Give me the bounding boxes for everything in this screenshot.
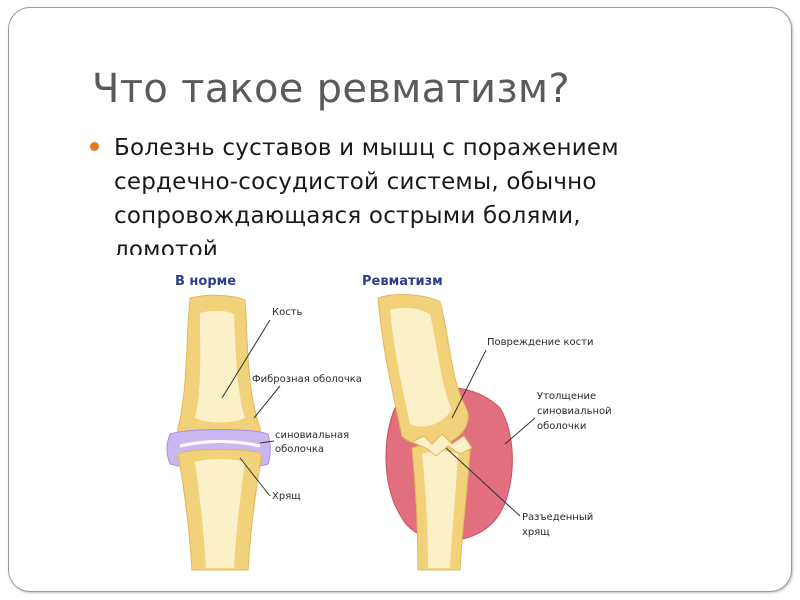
joint-illustration-svg: В норме Кость Фиброзная оболочка синовиа… xyxy=(150,258,640,576)
label-thickening-2: синовиальной xyxy=(537,406,612,417)
pointer-fibrous xyxy=(253,385,281,419)
upper-bone-marrow xyxy=(195,310,245,423)
lower-bone-marrow xyxy=(195,459,245,568)
upper-bone-marrow xyxy=(390,307,452,427)
cartilage-line xyxy=(179,440,261,448)
label-eroded-2: хрящ xyxy=(522,527,550,538)
pointer-synovial xyxy=(259,440,275,444)
rheumatism-joint: Ревматизм Повреждение кости Утолщение си… xyxy=(362,274,612,571)
label-cartilage: Хрящ xyxy=(272,491,301,502)
label-thickening-3: оболочки xyxy=(537,421,586,432)
label-thickening-1: Утолщение xyxy=(537,391,596,402)
pointer-eroded xyxy=(445,447,521,517)
bullet-line: сопровождающаяся острыми болями, xyxy=(114,203,581,229)
label-bone: Кость xyxy=(272,307,303,318)
bullet-text: Болезнь суставов и мышц с поражением сер… xyxy=(114,131,754,255)
label-fibrous: Фиброзная оболочка xyxy=(252,374,362,385)
pointer-bone xyxy=(221,319,271,399)
slide-title: Что такое ревматизм? xyxy=(92,66,570,112)
label-eroded-1: Разъеденный xyxy=(522,512,593,523)
pointer-cartilage xyxy=(239,457,271,497)
normal-heading: В норме xyxy=(175,274,236,289)
label-bone-damage: Повреждение кости xyxy=(487,337,593,348)
normal-joint: В норме Кость Фиброзная оболочка синовиа… xyxy=(166,274,362,571)
bullet-dot xyxy=(90,142,99,151)
lower-bone-marrow xyxy=(422,451,458,568)
rheumatism-heading: Ревматизм xyxy=(362,274,443,289)
pointer-thickening xyxy=(504,417,536,445)
bullet-line: ломотой xyxy=(114,237,219,255)
pointer-bone-damage xyxy=(451,349,487,419)
label-synovial-1: синовиальная xyxy=(275,430,349,441)
bullet-line: сердечно-сосудистой системы, обычно xyxy=(114,169,597,195)
eroded-cartilage xyxy=(410,433,473,457)
joint-illustration: В норме Кость Фиброзная оболочка синовиа… xyxy=(150,258,640,576)
label-synovial-2: оболочка xyxy=(275,444,324,455)
bullet-line: Болезнь суставов и мышц с поражением xyxy=(114,135,619,161)
